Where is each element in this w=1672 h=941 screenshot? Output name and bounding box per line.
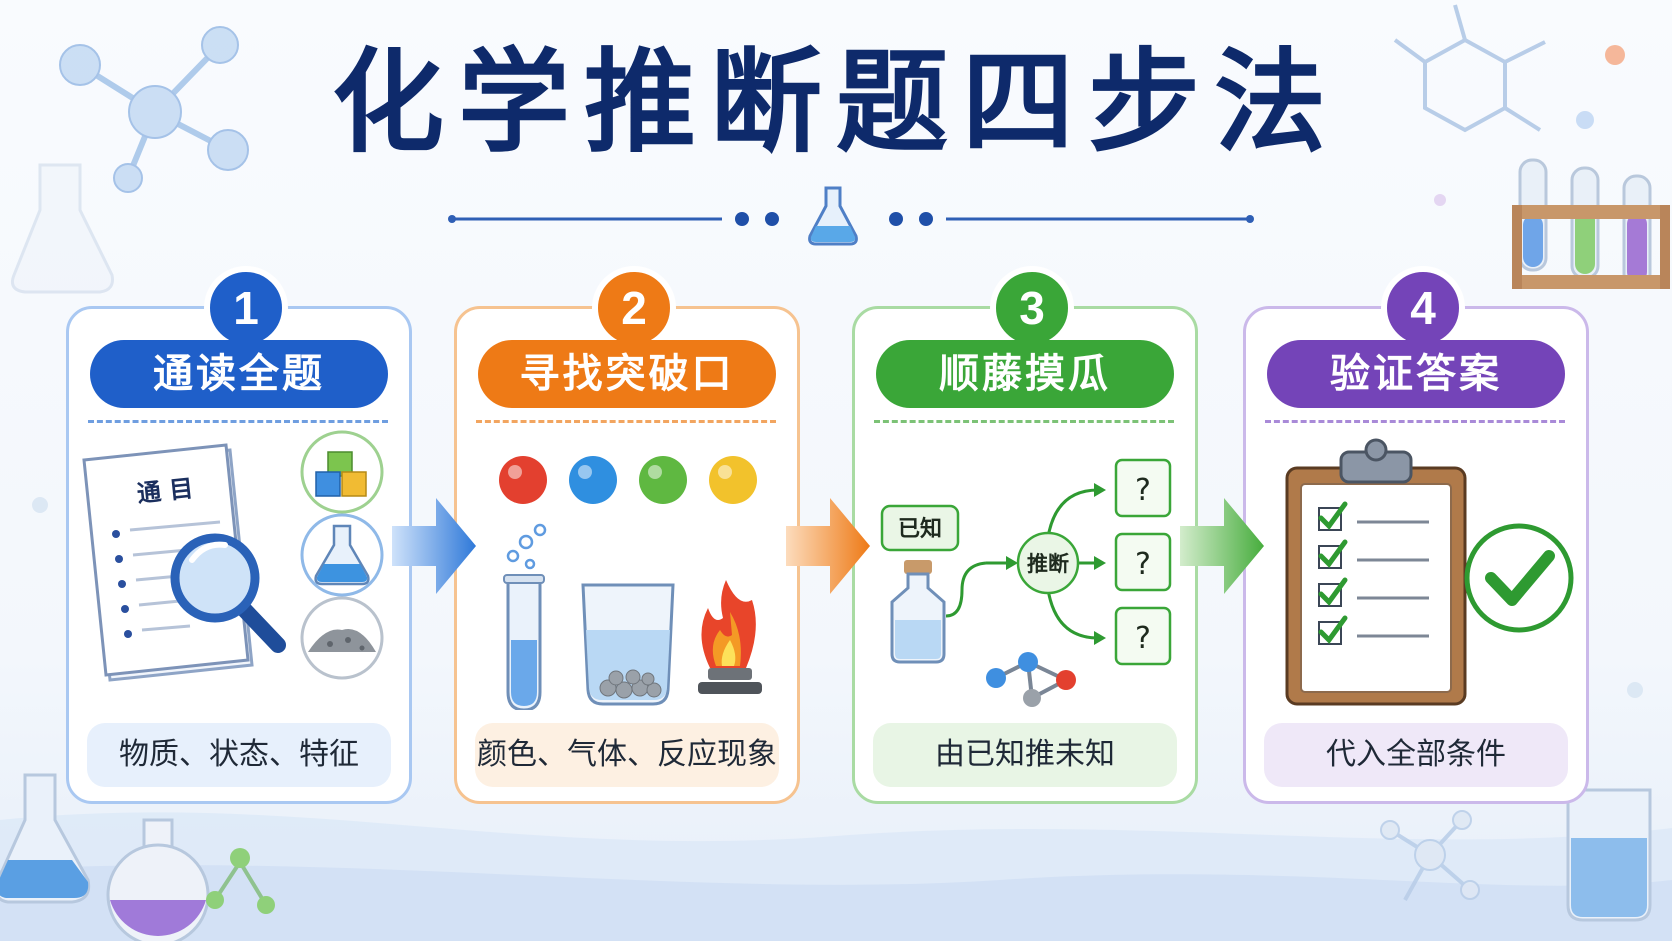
title-divider xyxy=(448,186,1254,246)
step-divider-2 xyxy=(476,420,776,423)
molecule-bottom-left-icon xyxy=(206,848,275,914)
flask-faint-left-icon xyxy=(10,163,114,294)
bottle-icon xyxy=(890,560,946,664)
inference-node: 推断 xyxy=(1016,531,1080,595)
step-divider-1 xyxy=(88,420,388,423)
molecule-icon xyxy=(986,652,1076,707)
document-icon: 通 目 xyxy=(82,443,254,682)
hexagon-structure-icon xyxy=(1393,4,1546,133)
molecule-top-left-icon xyxy=(59,26,249,193)
step-note-3: 由已知推未知 xyxy=(873,723,1177,787)
step-number-3: 3 xyxy=(990,266,1074,350)
step-note-2: 颜色、气体、反应现象 xyxy=(475,723,779,787)
flask-icon xyxy=(300,513,384,597)
step-note-1: 物质、状态、特征 xyxy=(87,723,391,787)
known-label: 已知 xyxy=(898,516,942,542)
step-1-illustration: 通 目 xyxy=(82,430,384,682)
flow-arrow-1-to-2 xyxy=(392,498,476,594)
infer-label: 推断 xyxy=(1027,552,1069,576)
purple-flask-bottom-left-icon xyxy=(106,818,210,941)
unknown-1: ? xyxy=(1135,473,1151,508)
unknown-boxes: ? ? ? xyxy=(1114,458,1172,666)
known-label-box: 已知 xyxy=(880,504,960,552)
step-note-4: 代入全部条件 xyxy=(1264,723,1568,787)
color-dots-icon xyxy=(499,456,757,504)
beaker-icon xyxy=(581,583,675,706)
step-title-1: 通读全题 xyxy=(90,340,388,408)
beaker-bottom-right-icon xyxy=(1566,788,1652,922)
step-divider-4 xyxy=(1265,420,1565,423)
step-number-4: 4 xyxy=(1381,266,1465,350)
step-2-illustration xyxy=(499,456,762,710)
clipboard-icon xyxy=(1285,438,1467,706)
unknown-3: ? xyxy=(1135,621,1151,656)
document-label: 通 目 xyxy=(136,474,195,508)
cubes-icon xyxy=(300,430,384,514)
step-4-illustration xyxy=(1285,438,1574,706)
magnifier-icon xyxy=(170,533,286,653)
step-title-3: 顺藤摸瓜 xyxy=(876,340,1174,408)
flow-arrow-3-to-4 xyxy=(1180,498,1264,594)
checklist xyxy=(1318,501,1429,645)
test-tube-rack-icon xyxy=(1512,158,1670,289)
step-3-illustration: 已知 推断 ? ? ? xyxy=(880,458,1172,707)
unknown-2: ? xyxy=(1135,547,1151,582)
step-number-2: 2 xyxy=(592,266,676,350)
step-divider-3 xyxy=(874,420,1174,423)
page-title: 化学推断题四步法 xyxy=(332,38,1340,168)
blue-flask-bottom-left-icon xyxy=(0,773,91,904)
check-circle-icon xyxy=(1464,523,1574,633)
test-tube-bubbles-icon xyxy=(503,523,547,710)
flow-arrow-2-to-3 xyxy=(786,498,870,594)
step-title-2: 寻找突破口 xyxy=(478,340,776,408)
step-title-4: 验证答案 xyxy=(1267,340,1565,408)
burner-flame-icon xyxy=(698,580,762,694)
step-number-1: 1 xyxy=(204,266,288,350)
powder-icon xyxy=(300,596,384,680)
molecule-bottom-right-icon xyxy=(1380,810,1480,901)
arrowheads xyxy=(1006,483,1106,645)
